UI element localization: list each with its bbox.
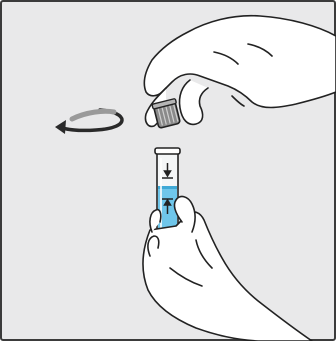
rotation-arrow-icon <box>55 108 124 134</box>
fill-mark-icon <box>162 163 173 214</box>
lower-hand <box>142 195 313 341</box>
tube-cap <box>151 98 181 129</box>
